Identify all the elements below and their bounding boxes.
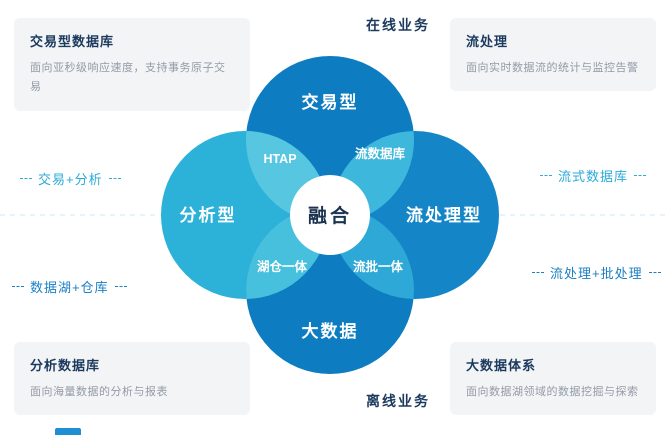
overlap-bottom-left	[246, 206, 329, 299]
side-label-text: 流处理+批处理	[550, 266, 643, 281]
overlap-top-right	[331, 131, 414, 224]
card-description: 面向实时数据流的统计与监控告警	[466, 62, 639, 74]
card-title: 流处理	[466, 34, 509, 49]
dash-decoration	[532, 272, 544, 273]
card-description: 面向亚秒级响应速度，支持事务原子交易	[30, 62, 226, 94]
card-title: 交易型数据库	[30, 34, 115, 49]
side-label-transaction-analysis: 交易+分析	[20, 169, 121, 188]
dash-decoration	[108, 178, 121, 179]
side-label-text: 数据湖+仓库	[30, 280, 109, 295]
overlap-label-htap: HTAP	[263, 152, 296, 166]
petal-label-top: 交易型	[302, 92, 359, 112]
card-title: 分析数据库	[30, 358, 101, 373]
petal-label-bottom: 大数据	[302, 321, 359, 341]
center-circle	[290, 175, 370, 255]
dash-decoration	[114, 286, 127, 287]
overlap-label-stream-db: 流数据库	[355, 146, 406, 161]
side-label-text: 交易+分析	[38, 172, 103, 187]
axis-label-online-business: 在线业务	[366, 17, 430, 33]
axis-label-offline-business: 离线业务	[366, 393, 430, 409]
card-transactional-database: 交易型数据库 面向亚秒级响应速度，支持事务原子交易	[14, 18, 250, 111]
petal-label-left: 分析型	[180, 205, 237, 225]
card-stream-processing: 流处理 面向实时数据流的统计与监控告警	[450, 18, 656, 92]
partial-bottom-element	[55, 428, 81, 435]
overlap-label-stream-batch: 流批一体	[353, 259, 404, 274]
overlap-top-left	[246, 131, 329, 224]
overlap-bottom-right	[331, 206, 414, 299]
dash-decoration	[634, 175, 647, 176]
side-label-text: 流式数据库	[558, 169, 629, 184]
dash-decoration	[20, 178, 32, 179]
dash-decoration	[540, 175, 552, 176]
side-label-datalake-warehouse: 数据湖+仓库	[12, 277, 127, 296]
dash-decoration	[12, 286, 24, 287]
overlap-label-lakehouse: 湖仓一体	[257, 259, 308, 274]
card-description: 面向数据湖领域的数据挖掘与探索	[466, 386, 639, 398]
card-description: 面向海量数据的分析与报表	[30, 386, 168, 398]
center-label-fusion: 融合	[308, 204, 352, 227]
side-label-streaming-database: 流式数据库	[540, 166, 647, 185]
card-title: 大数据体系	[466, 358, 537, 373]
side-label-stream-batch-processing: 流处理+批处理	[532, 263, 661, 282]
card-big-data-system: 大数据体系 面向数据湖领域的数据挖掘与探索	[450, 342, 656, 416]
dash-decoration	[648, 272, 661, 273]
card-analytical-database: 分析数据库 面向海量数据的分析与报表	[14, 342, 250, 416]
petal-label-right: 流处理型	[406, 205, 482, 225]
